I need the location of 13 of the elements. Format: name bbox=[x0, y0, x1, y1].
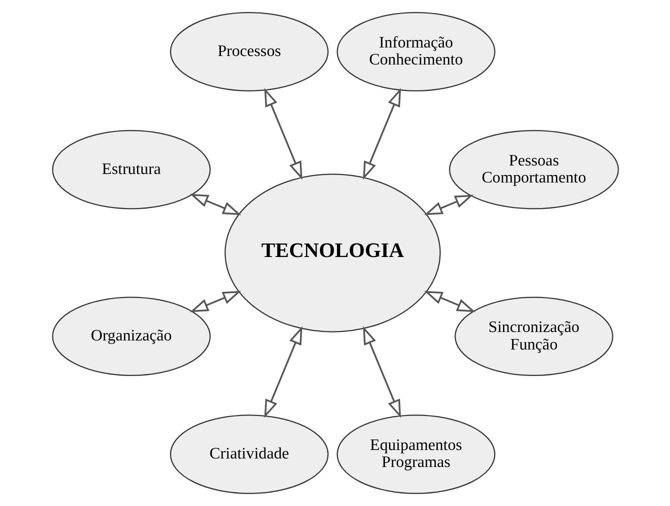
arrow bbox=[424, 194, 473, 216]
arrow bbox=[189, 290, 241, 312]
arrow bbox=[424, 290, 475, 312]
arrow bbox=[189, 194, 241, 216]
node-ellipse: TECNOLOGIA bbox=[224, 174, 440, 332]
node-ellipse: Informação Conhecimento bbox=[336, 12, 495, 92]
arrow bbox=[362, 88, 401, 180]
node-ellipse: Processos bbox=[169, 12, 328, 92]
arrow bbox=[362, 326, 401, 418]
node-ellipse: Criatividade bbox=[169, 414, 328, 494]
arrow bbox=[264, 326, 302, 418]
node-ellipse: Equipamentos Programas bbox=[336, 414, 495, 494]
arrow bbox=[264, 88, 302, 180]
